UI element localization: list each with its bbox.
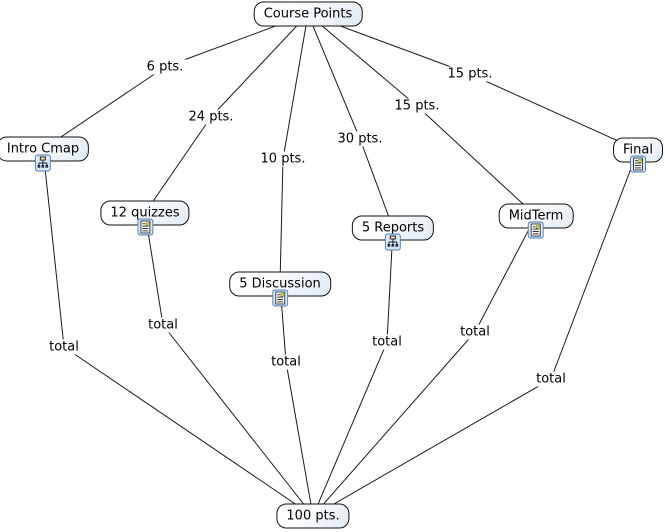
node-midterm[interactable]: MidTerm (498, 203, 574, 239)
document-resource-icon[interactable] (271, 289, 288, 307)
edge-line (42, 66, 166, 150)
edge-line (63, 346, 314, 517)
node-label: 12 quizzes (110, 205, 180, 221)
node-label: Intro Cmap (6, 141, 80, 157)
edge-line (359, 138, 394, 229)
cmap-resource-icon[interactable] (35, 154, 51, 172)
node-label: 5 Discussion (239, 276, 321, 292)
edge-label[interactable]: 24 pts. (186, 109, 236, 125)
node-label: Final (623, 142, 653, 158)
edge-line (282, 13, 309, 160)
edge-line (312, 378, 552, 517)
cmap-icon-glyph (385, 233, 401, 251)
edge-label[interactable]: 30 pts. (335, 131, 385, 147)
node-hundred-pts[interactable]: 100 pts. (276, 503, 350, 529)
document-resource-icon[interactable] (630, 155, 646, 173)
edge-line (42, 148, 65, 348)
edge-label[interactable]: 15 pts. (392, 98, 442, 114)
edge-line (162, 324, 314, 517)
node-discussion[interactable]: 5 Discussion (229, 271, 331, 307)
node-reports[interactable]: 5 Reports (351, 215, 435, 251)
edge-line (210, 13, 309, 118)
edge-line (550, 149, 639, 380)
node-label: 100 pts. (286, 508, 340, 524)
edge-line (312, 341, 388, 517)
edge-line (307, 13, 361, 140)
document-resource-icon[interactable] (528, 221, 544, 239)
edge-label[interactable]: total (47, 339, 81, 355)
edge-line (474, 215, 537, 333)
cmap-resource-icon[interactable] (385, 233, 401, 251)
edge-line (307, 13, 418, 107)
node-final[interactable]: Final (613, 137, 663, 173)
edge-line (312, 331, 476, 517)
edge-label[interactable]: 6 pts. (144, 59, 186, 75)
node-intro-cmap[interactable]: Intro Cmap (0, 136, 90, 172)
edge-label[interactable]: 10 pts. (258, 151, 308, 167)
edge-label[interactable]: 15 pts. (445, 66, 495, 82)
node-label: 5 Reports (361, 220, 425, 236)
cmap-icon-glyph (35, 154, 51, 172)
edge-label[interactable]: total (458, 324, 492, 340)
edge-line (469, 73, 639, 151)
edge-label[interactable]: total (146, 317, 180, 333)
edge-line (144, 116, 212, 214)
document-resource-icon[interactable] (136, 218, 153, 236)
edge-label[interactable]: total (534, 371, 568, 387)
node-label: Course Points (263, 6, 353, 22)
edge-line (416, 105, 537, 217)
document-icon-glyph (528, 221, 544, 239)
node-label: MidTerm (508, 208, 564, 224)
document-icon-glyph (136, 218, 153, 236)
edge-label[interactable]: total (370, 334, 404, 350)
edge-line (285, 361, 314, 517)
edge-line (279, 158, 284, 285)
node-quizzes[interactable]: 12 quizzes (100, 200, 190, 236)
document-icon-glyph (630, 155, 646, 173)
edge-label[interactable]: total (269, 354, 303, 370)
node-course-points[interactable]: Course Points (253, 1, 363, 27)
document-icon-glyph (271, 289, 288, 307)
